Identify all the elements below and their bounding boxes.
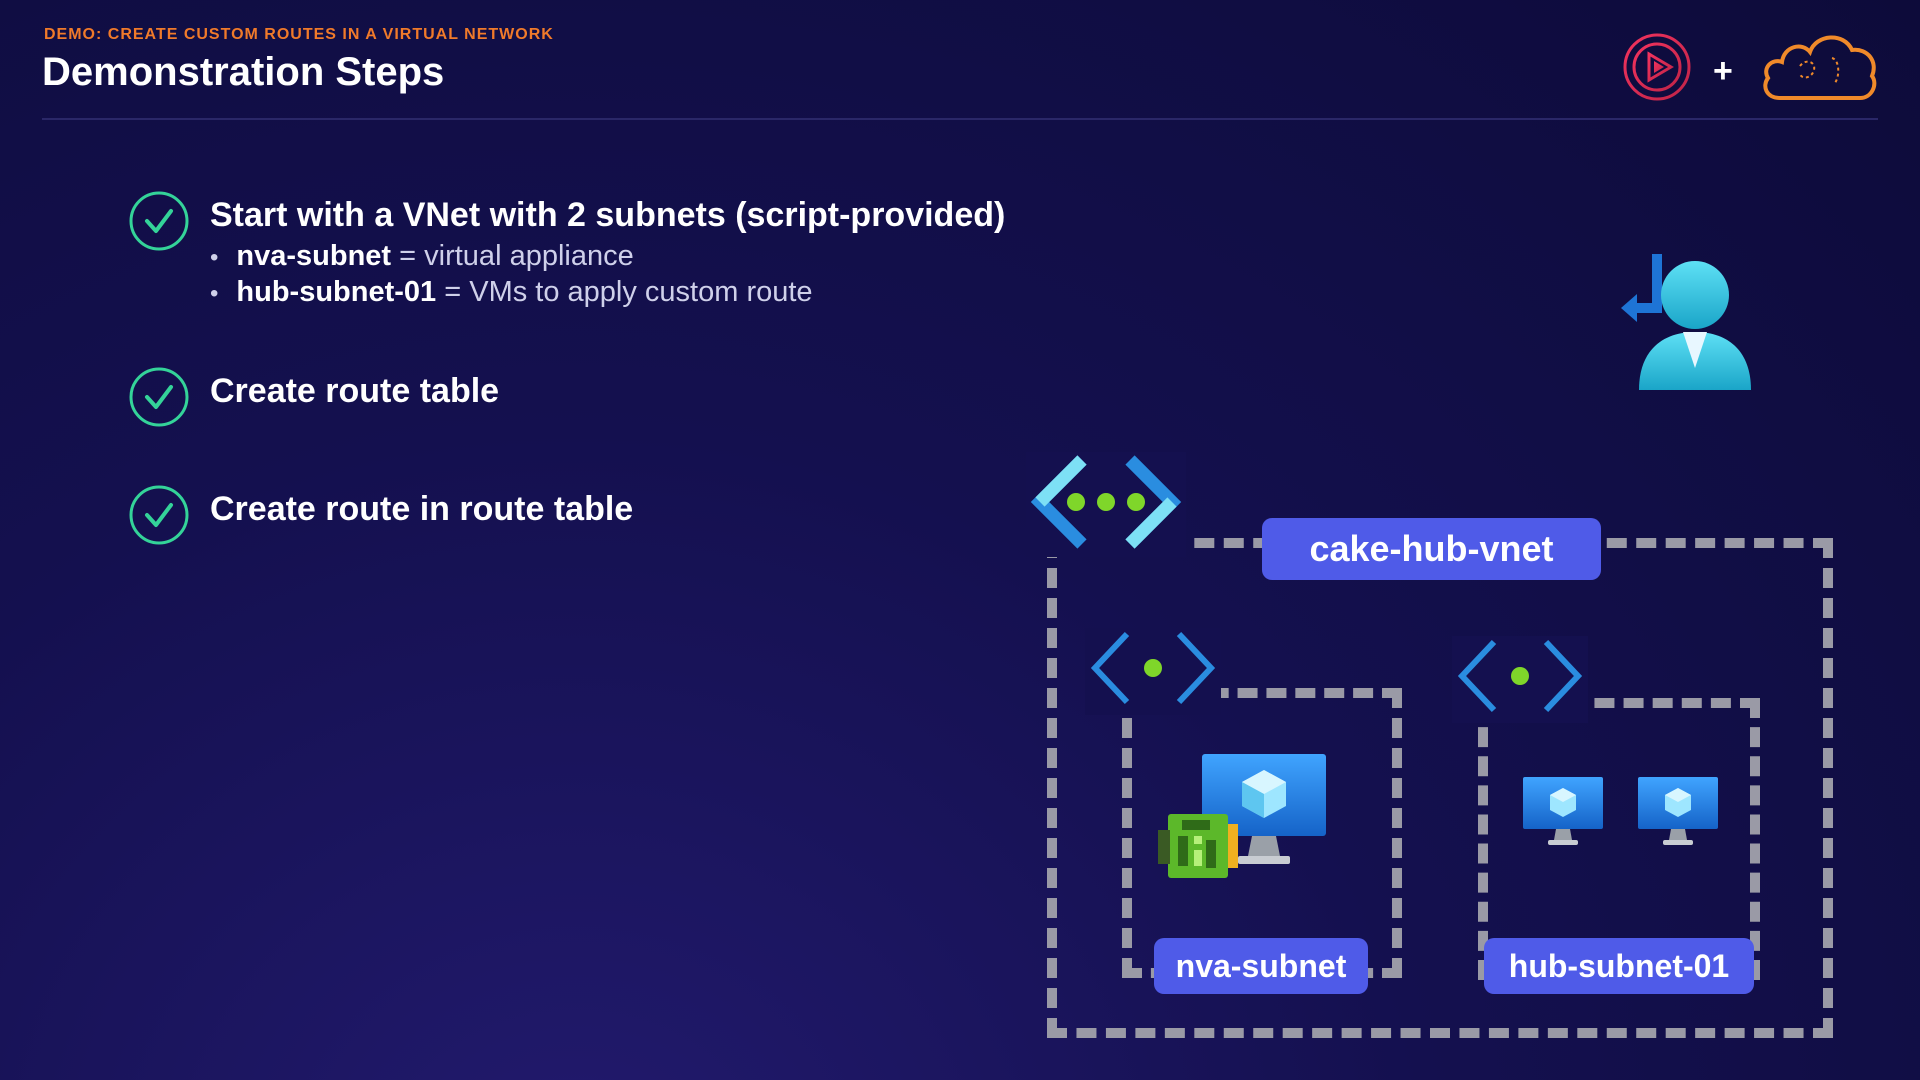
step-title: Start with a VNet with 2 subnets (script… (210, 196, 1006, 234)
user-icon (1605, 250, 1755, 400)
bullet-term: hub-subnet-01 (236, 276, 437, 308)
step-title: Create route table (210, 372, 500, 410)
subnet-icon (1452, 636, 1588, 723)
subnet-icon (1085, 628, 1221, 715)
hub-subnet-label: hub-subnet-01 (1484, 938, 1754, 994)
vnet-icon (1026, 452, 1186, 557)
nva-subnet-label: nva-subnet (1154, 938, 1368, 994)
bullet-item: nva-subnet = virtual appliance (210, 240, 813, 276)
bullet-term: nva-subnet (236, 240, 392, 272)
vm-icon (1637, 776, 1719, 855)
plus-sign: + (1713, 52, 1733, 90)
step-title: Create route in route table (210, 490, 634, 528)
bullet-item: hub-subnet-01 = VMs to apply custom rout… (210, 276, 813, 312)
checkmark-circle-icon (129, 367, 189, 427)
checkmark-circle-icon (129, 485, 189, 545)
vm-icon (1200, 752, 1330, 877)
header-divider (42, 118, 1878, 120)
cloud-logo-icon (1760, 28, 1880, 109)
bullet-desc: = VMs to apply custom route (444, 276, 813, 308)
nva-icon (1158, 810, 1240, 887)
vm-icon (1522, 776, 1604, 855)
bullet-desc: = virtual appliance (399, 240, 634, 272)
step-bullets: nva-subnet = virtual appliance hub-subne… (210, 240, 813, 312)
vnet-label: cake-hub-vnet (1262, 518, 1601, 580)
page-title: Demonstration Steps (42, 50, 445, 94)
checkmark-circle-icon (129, 191, 189, 251)
pluralsight-logo-icon (1622, 32, 1692, 107)
demo-kicker: DEMO: CREATE CUSTOM ROUTES IN A VIRTUAL … (44, 26, 554, 43)
